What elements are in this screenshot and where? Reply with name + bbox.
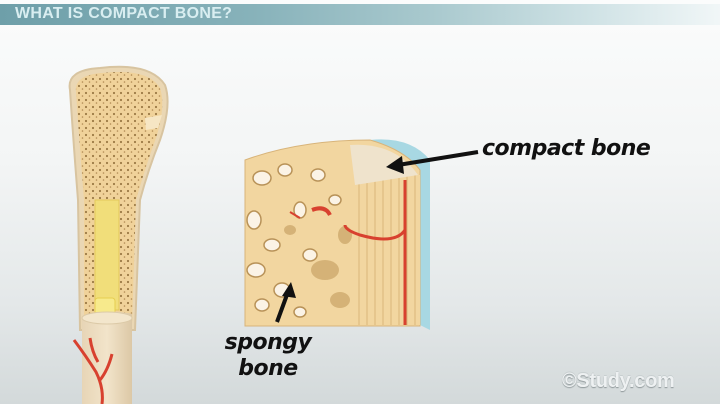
spongy-line-1: spongy: [224, 330, 312, 355]
study-watermark: ©Study.com: [562, 370, 675, 392]
long-bone-icon: [68, 65, 169, 404]
bone-section-icon: [244, 139, 430, 330]
title-bar: WHAT IS COMPACT BONE?: [0, 4, 720, 25]
compact-bone-label: compact bone: [482, 136, 651, 161]
arrow-icon: [386, 150, 479, 174]
spongy-line-2: bone: [238, 356, 298, 381]
page-title: WHAT IS COMPACT BONE?: [15, 5, 233, 22]
spongy-bone-label: spongy bone: [220, 330, 316, 382]
arrow-icon: [275, 282, 296, 323]
